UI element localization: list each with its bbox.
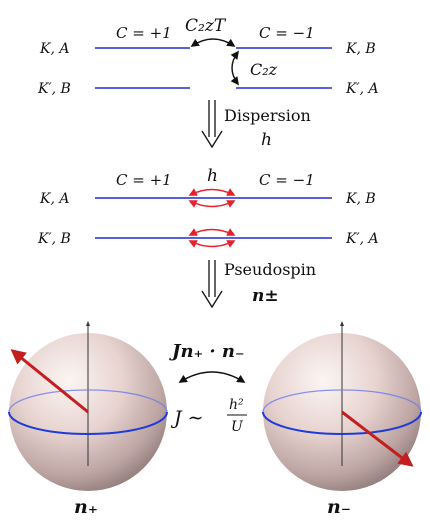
band-label-left-bottom-2: K′, B [37,231,71,247]
coupling-label: h [207,166,218,186]
band-label-right-top-2: K, B [345,191,376,207]
symmetry-side-label: C₂z [250,60,278,79]
interaction-term: Jn₊ · n₋ [169,341,245,362]
chern-label-left: C = +1 [116,24,172,42]
panel-spheres: Jn₊ · n₋ J ∼ h² U n₊ n₋ [8,321,422,518]
band-label-right-bottom-2: K′, A [345,231,379,247]
dispersion-symbol: h [261,130,272,150]
panel-symmetry: C = +1 C₂zT C = −1 K, A K′, B K, B K′, A… [37,16,379,97]
exchange-numerator: h² [229,397,244,413]
bloch-sphere-right [262,321,422,491]
exchange-denominator: U [231,419,244,435]
c2zt-double-arrow [190,38,236,47]
spin-arrow-right [341,410,414,467]
c2z-double-arrow [230,50,240,86]
exchange-lhs: J ∼ [170,407,204,429]
pseudospin-symbol: n± [252,286,279,306]
sphere-label-left: n₊ [74,496,98,518]
equator-left [8,411,168,435]
step-dispersion: Dispersion h [201,100,311,150]
band-label-left-top-2: K, A [39,191,69,207]
hopping-arrows-bottom [188,228,236,248]
sphere-label-right: n₋ [327,496,351,518]
dispersion-label: Dispersion [224,106,311,125]
band-label-right-top: K, B [345,41,376,57]
hopping-arrows-top [188,188,236,208]
band-label-right-bottom: K′, A [345,81,379,97]
symmetry-top-label: C₂zT [185,16,227,36]
band-label-left-top: K, A [39,41,69,57]
chern-label-right-2: C = −1 [259,171,315,189]
chern-label-left-2: C = +1 [116,171,172,189]
exchange-double-arrow [178,371,246,383]
panel-hopping: C = +1 h C = −1 K, A K′, B K, B K′, A [37,166,379,248]
spin-arrow-left [10,349,89,414]
equator-right [262,411,422,435]
step-pseudospin: Pseudospin n± [201,260,316,309]
pseudospin-label: Pseudospin [224,260,316,279]
implies-arrow-1 [201,100,223,149]
implies-arrow-2 [201,260,223,309]
chern-label-right: C = −1 [259,24,315,42]
band-label-left-bottom: K′, B [37,81,71,97]
bloch-sphere-left [8,321,168,491]
